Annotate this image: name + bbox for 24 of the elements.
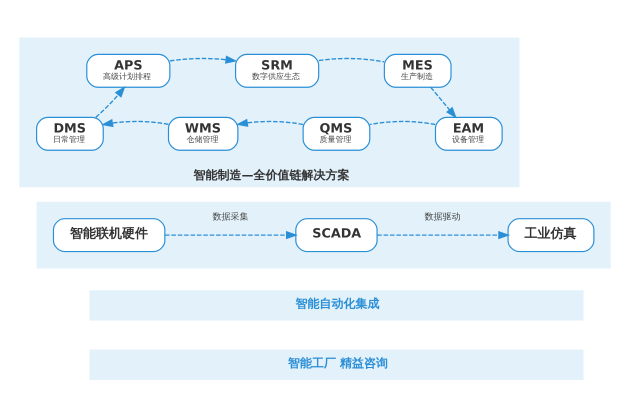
node-box: WMS 仓储管理 (168, 116, 238, 151)
node-box: APS 高级计划排程 (86, 54, 170, 88)
node-box: SCADA (295, 218, 378, 252)
node-box: EAM 设备管理 (434, 116, 503, 151)
node-box: SRM 数字供应生态 (235, 54, 320, 88)
node-box: 工业仿真 (507, 218, 594, 252)
node-box: 智能联机硬件 (52, 218, 166, 252)
arrow (430, 87, 457, 119)
arrow (170, 56, 238, 64)
connector (370, 120, 436, 126)
cluster (36, 202, 611, 268)
arrow (101, 118, 169, 128)
edge-label: 数据采集 (212, 212, 248, 223)
node-box: DMS 日常管理 (36, 116, 104, 151)
edge-label: 数据驱动 (424, 212, 461, 223)
arrow (95, 86, 126, 118)
node-box: 智能工厂 精益咨询 (89, 350, 584, 380)
node-box: MES 生产制造 (384, 54, 452, 88)
node-box: 智能自动化集成 (89, 290, 584, 321)
arrow (236, 118, 304, 127)
arrow (165, 230, 298, 240)
connector (318, 58, 384, 63)
node-box: QMS 质量管理 (302, 116, 370, 151)
arrow (377, 230, 510, 240)
